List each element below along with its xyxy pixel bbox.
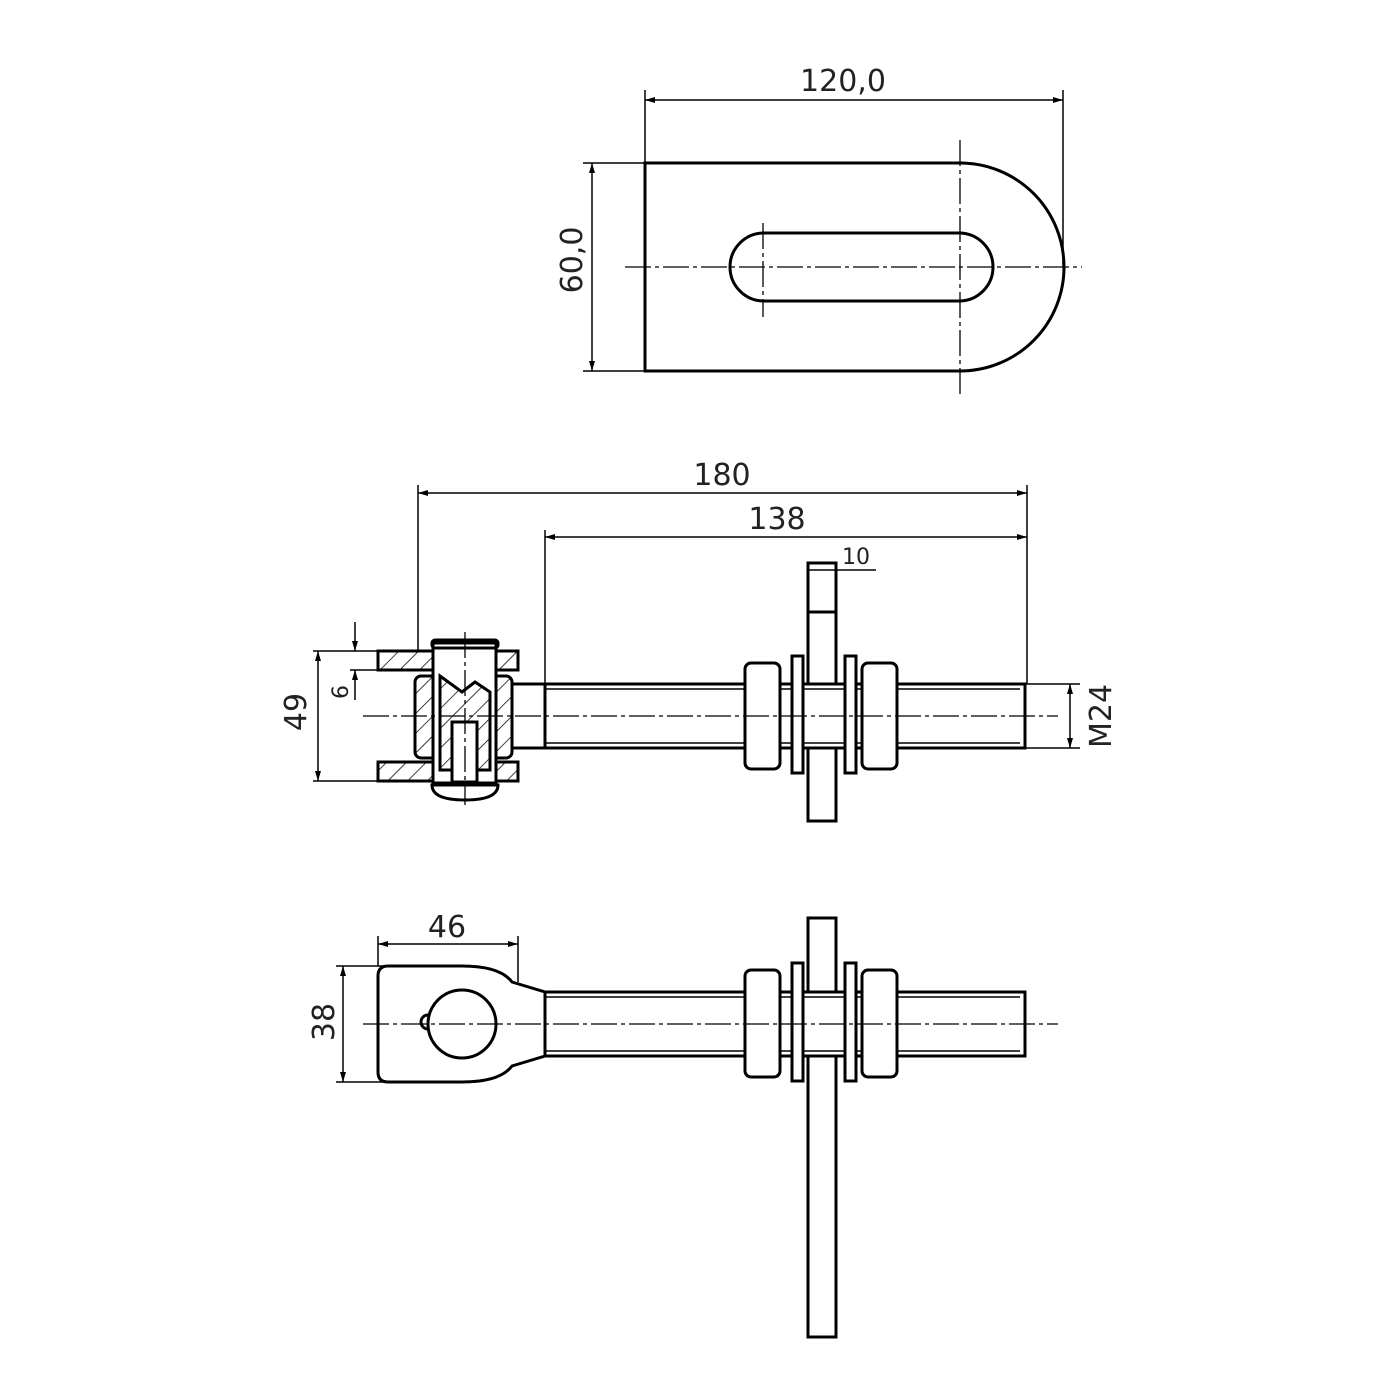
dimensions-bottom [336, 936, 519, 1083]
top-view-plate: 120,0 60,0 [555, 64, 1082, 396]
width-dim-label: 120,0 [800, 64, 886, 99]
weld-plate [806, 916, 838, 1339]
side-view-hinge: 180 138 10 49 6 M24 [279, 458, 1119, 823]
washer [790, 654, 805, 775]
washer [843, 961, 858, 1083]
washer [790, 961, 805, 1083]
dimension-width [644, 90, 1064, 267]
dimensions-side [313, 485, 1080, 782]
head-height-label: 49 [279, 693, 314, 731]
plate-outline [643, 161, 1066, 373]
eye-width-label: 38 [307, 1003, 342, 1041]
bottom-view-hinge: 46 38 [307, 910, 1058, 1339]
slot-outline [728, 231, 995, 303]
dimension-height [583, 162, 645, 372]
plate-gap-label: 6 [329, 685, 354, 699]
thread-label: M24 [1084, 684, 1119, 748]
height-dim-label: 60,0 [555, 227, 590, 294]
thread-length-label: 138 [748, 502, 805, 537]
overall-length-label: 180 [693, 458, 750, 493]
plate-thickness-label: 10 [842, 545, 870, 570]
washer [843, 654, 858, 775]
eye-length-label: 46 [428, 910, 466, 945]
